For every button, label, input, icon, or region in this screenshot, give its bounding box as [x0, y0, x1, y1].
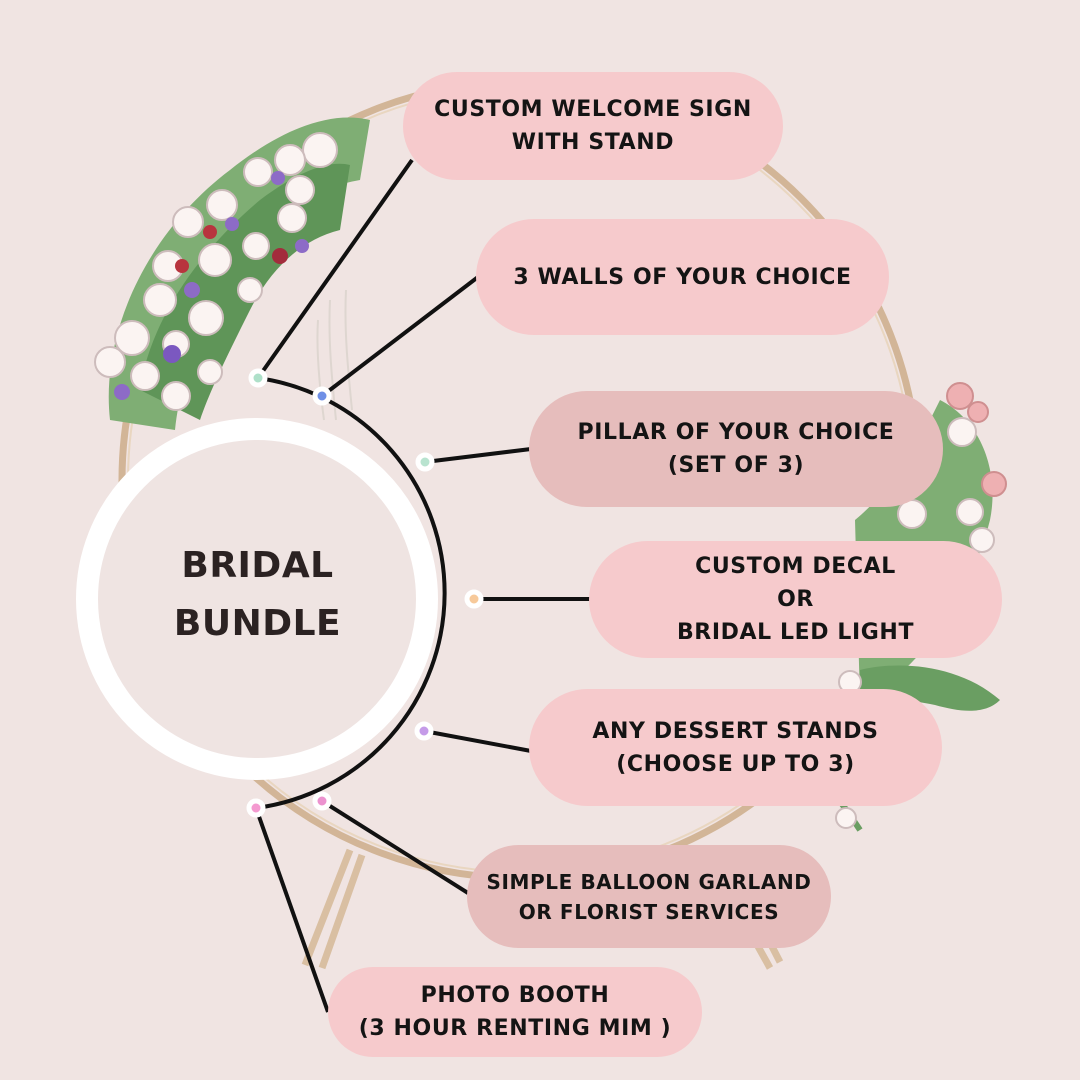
item-welcome-sign-text: CUSTOM WELCOME SIGN WITH STAND	[434, 93, 752, 159]
item-decal-or-led: CUSTOM DECAL OR BRIDAL LED LIGHT	[589, 541, 1002, 658]
item-pillar: PILLAR OF YOUR CHOICE (SET OF 3)	[529, 391, 943, 507]
connector-dot-photo-booth	[246, 798, 266, 818]
connector-dot-walls	[312, 386, 332, 406]
accent-flowers	[114, 171, 309, 400]
item-balloon-line2: OR FLORIST SERVICES	[518, 899, 780, 924]
item-walls-label: 3 WALLS OF YOUR CHOICE	[513, 264, 852, 290]
item-decal-line1: CUSTOM DECAL	[695, 554, 896, 579]
connector-line-walls	[320, 275, 480, 398]
item-balloon-line1: SIMPLE BALLOON GARLAND	[486, 869, 812, 894]
item-photo-booth: PHOTO BOOTH (3 HOUR RENTING MIM )	[328, 967, 702, 1057]
flower-garland-left	[94, 117, 371, 430]
bundle-title: BRIDAL BUNDLE	[95, 530, 420, 660]
foliage-lower	[860, 665, 1000, 711]
item-photo-booth-line1: PHOTO BOOTH	[420, 983, 610, 1008]
item-dessert-stands: ANY DESSERT STANDS (CHOOSE UP TO 3)	[529, 689, 942, 806]
item-welcome-sign-line1: CUSTOM WELCOME SIGN	[434, 97, 752, 122]
item-decal-line3: BRIDAL LED LIGHT	[676, 620, 915, 645]
arch-leg-left	[301, 848, 366, 970]
item-pillar-line2: (SET OF 3)	[667, 453, 805, 478]
hanging-strands	[316, 289, 353, 421]
rose-cluster	[94, 132, 338, 411]
item-welcome-sign-line2: WITH STAND	[511, 130, 675, 155]
item-photo-booth-line2: (3 HOUR RENTING MIM )	[358, 1016, 672, 1041]
connector-dot-dessert-stands	[414, 721, 434, 741]
connector-arc	[255, 376, 447, 810]
item-balloon-garland: SIMPLE BALLOON GARLAND OR FLORIST SERVIC…	[467, 845, 831, 948]
connector-line-balloon-garland	[320, 799, 470, 895]
item-welcome-sign: CUSTOM WELCOME SIGN WITH STAND	[403, 72, 783, 180]
item-pillar-text: PILLAR OF YOUR CHOICE (SET OF 3)	[578, 416, 895, 482]
connector-dot-decal-or-led	[464, 589, 484, 609]
connector-line-photo-booth	[254, 807, 330, 1013]
item-pillar-line1: PILLAR OF YOUR CHOICE	[577, 420, 895, 445]
bundle-title-line2: BUNDLE	[173, 603, 342, 644]
pink-roses	[946, 382, 1007, 497]
rose-cluster	[835, 417, 995, 829]
item-walls: 3 WALLS OF YOUR CHOICE	[476, 219, 889, 335]
item-decal-line2: OR	[777, 587, 814, 612]
item-dessert-stands-text: ANY DESSERT STANDS (CHOOSE UP TO 3)	[592, 715, 878, 781]
center-hub	[76, 418, 438, 780]
item-dessert-line1: ANY DESSERT STANDS	[592, 718, 879, 744]
connector-line-welcome-sign	[256, 158, 414, 380]
connector-line-dessert-stands	[423, 729, 532, 753]
connector-dot-pillar	[415, 452, 435, 472]
bundle-title-line1: BRIDAL	[181, 545, 334, 586]
item-decal-or-led-text: CUSTOM DECAL OR BRIDAL LED LIGHT	[677, 550, 914, 649]
item-photo-booth-text: PHOTO BOOTH (3 HOUR RENTING MIM )	[359, 979, 672, 1045]
connector-dot-balloon-garland	[312, 791, 332, 811]
item-dessert-line2: (CHOOSE UP TO 3)	[616, 751, 855, 777]
item-balloon-garland-text: SIMPLE BALLOON GARLAND OR FLORIST SERVIC…	[486, 867, 811, 927]
connector-dot-welcome-sign	[248, 368, 268, 388]
connector-line-pillar	[424, 447, 532, 464]
connector-lines	[254, 158, 591, 1013]
connector-dots	[246, 368, 484, 818]
